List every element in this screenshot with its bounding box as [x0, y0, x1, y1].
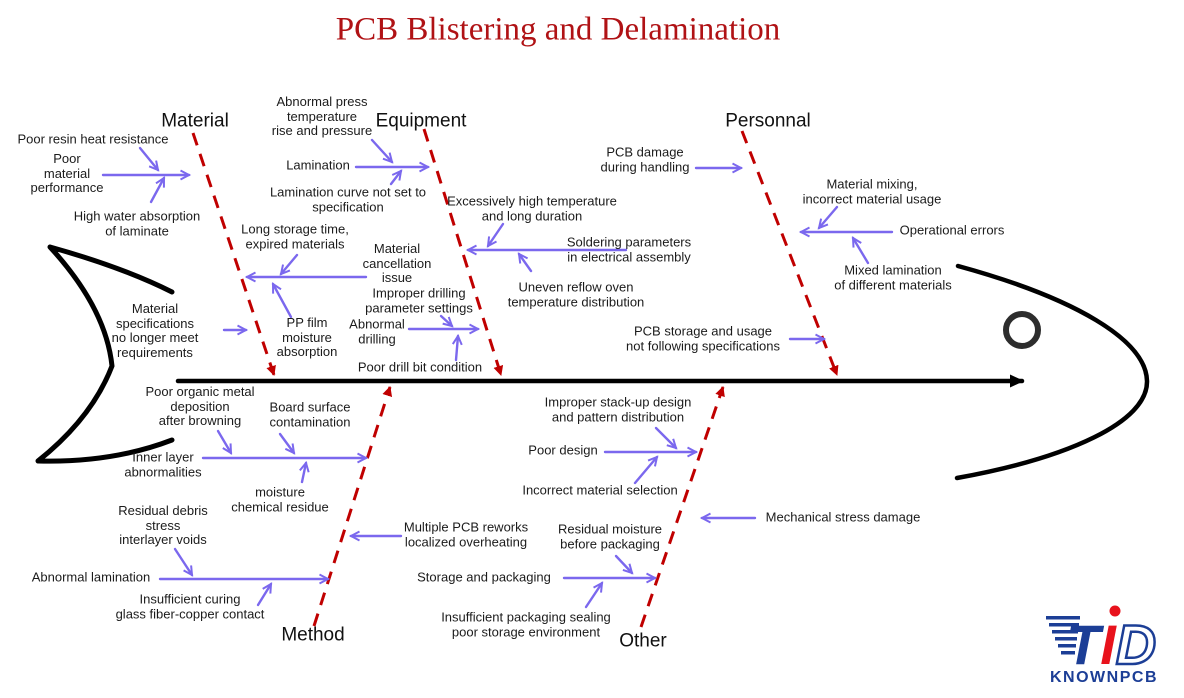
diagram-title: PCB Blistering and Delamination	[335, 11, 781, 48]
category-label-equipment: Equipment	[375, 110, 467, 132]
category-label-material: Material	[161, 110, 229, 132]
fish-head	[954, 263, 1150, 481]
logo-speed-lines-icon	[1046, 616, 1080, 655]
cause-label-long-storage: Long storage time, expired materials	[241, 221, 349, 251]
arrow-abnormal-press	[370, 138, 394, 164]
fish-eye-icon	[1003, 311, 1041, 349]
arrow-material-mixing	[817, 205, 839, 230]
logo-letter-d: D	[1116, 613, 1156, 676]
cause-label-mixed-lamination: Mixed lamination of different materials	[834, 262, 952, 292]
cause-label-inner-layer: Inner layer abnormalities	[124, 449, 202, 479]
cause-label-pcb-damage: PCB damage during handling	[600, 144, 690, 174]
bone-equipment	[422, 128, 504, 376]
arrow-moisture-chemical	[299, 460, 310, 484]
arrow-insufficient-packaging	[584, 581, 604, 609]
cause-label-pcb-storage: PCB storage and usage not following spec…	[626, 323, 780, 353]
arrow-improper-stackup	[654, 426, 678, 450]
cause-label-material-specifications: Material specifications no longer meet r…	[111, 300, 199, 360]
arrow-long-storage	[279, 253, 299, 276]
cause-label-residual-moisture: Residual moisture before packaging	[557, 521, 663, 551]
category-label-other: Other	[619, 630, 667, 652]
logo-company-name: KNOWNPCB	[1050, 669, 1158, 686]
cause-label-poor-drill-bit: Poor drill bit condition	[357, 359, 483, 375]
arrow-mixed-lamination	[851, 236, 870, 265]
logo-brand-text: TID	[1066, 613, 1156, 676]
bone-method	[312, 386, 393, 627]
cause-label-poor-design: Poor design	[528, 442, 598, 458]
cause-label-moisture-chemical: moisture chemical residue	[231, 484, 329, 514]
cause-label-improper-drilling: Improper drilling parameter settings	[365, 285, 473, 315]
fish-tail	[35, 244, 175, 464]
logo-dot-icon	[1109, 605, 1121, 617]
arrow-board-surface	[278, 432, 296, 455]
arrow-high-water	[149, 176, 166, 204]
cause-label-uneven-reflow: Uneven reflow oven temperature distribut…	[507, 279, 645, 309]
cause-label-poor-organic: Poor organic metal deposition after brow…	[145, 384, 255, 429]
cause-label-high-water-absorption: High water absorption of laminate	[73, 208, 201, 238]
cause-label-incorrect-material: Incorrect material selection	[522, 482, 678, 498]
cause-label-lamination-curve: Lamination curve not set to specificatio…	[269, 184, 427, 214]
cause-label-abnormal-drilling: Abnormal drilling	[349, 316, 405, 346]
arrow-residual-moisture	[614, 554, 634, 575]
arrow-improper-drilling	[439, 314, 454, 328]
cause-label-insufficient-curing: Insufficient curing glass fiber-copper c…	[115, 591, 265, 621]
logo-letter-i: I	[1100, 613, 1117, 676]
cause-label-board-surface: Board surface contamination	[269, 399, 351, 429]
cause-label-lamination: Lamination	[286, 157, 350, 173]
arrow-poor-resin	[138, 146, 160, 172]
arrow-poor-organic	[216, 429, 233, 455]
arrow-incorrect-material	[633, 455, 659, 485]
cause-label-poor-resin: Poor resin heat resistance	[17, 131, 169, 147]
cause-label-operational-errors: Operational errors	[899, 222, 1005, 238]
cause-label-excessive-temp: Excessively high temperature and long du…	[447, 193, 617, 223]
cause-label-poor-material-performance: Poor material performance	[30, 151, 104, 196]
arrow-pp-film	[271, 282, 293, 319]
cause-label-multiple-reworks: Multiple PCB reworks localized overheati…	[403, 519, 529, 549]
bone-material	[191, 132, 276, 376]
cause-label-mechanical-stress: Mechanical stress damage	[765, 509, 921, 525]
cause-label-soldering-params: Soldering parameters in electrical assem…	[566, 234, 692, 264]
arrow-uneven-reflow	[517, 252, 533, 273]
arrow-excessive-temp	[486, 222, 505, 248]
category-label-method: Method	[281, 624, 345, 646]
cause-label-abnormal-lamination: Abnormal lamination	[31, 569, 151, 585]
arrow-residual-debris	[173, 547, 194, 577]
brand-logo: TID	[1046, 605, 1157, 677]
arrow-poor-drill-bit	[451, 333, 463, 362]
cause-label-improper-stackup: Improper stack-up design and pattern dis…	[544, 394, 692, 424]
category-label-personnal: Personnal	[725, 110, 811, 132]
cause-label-insufficient-packaging: Insufficient packaging sealing poor stor…	[441, 609, 611, 639]
cause-label-storage-packaging: Storage and packaging	[417, 569, 551, 585]
cause-label-residual-debris: Residual debris stress interlayer voids	[118, 503, 208, 548]
cause-label-pp-film: PP film moisture absorption	[276, 315, 338, 360]
cause-label-abnormal-press: Abnormal press temperature rise and pres…	[271, 94, 373, 139]
arrow-insufficient-curing	[256, 582, 273, 607]
logo-letter-t: T	[1066, 613, 1105, 676]
cause-label-material-mixing: Material mixing, incorrect material usag…	[802, 176, 942, 206]
arrow-lamination-curve	[389, 169, 403, 186]
cause-label-material-cancellation: Material cancellation issue	[362, 241, 432, 286]
